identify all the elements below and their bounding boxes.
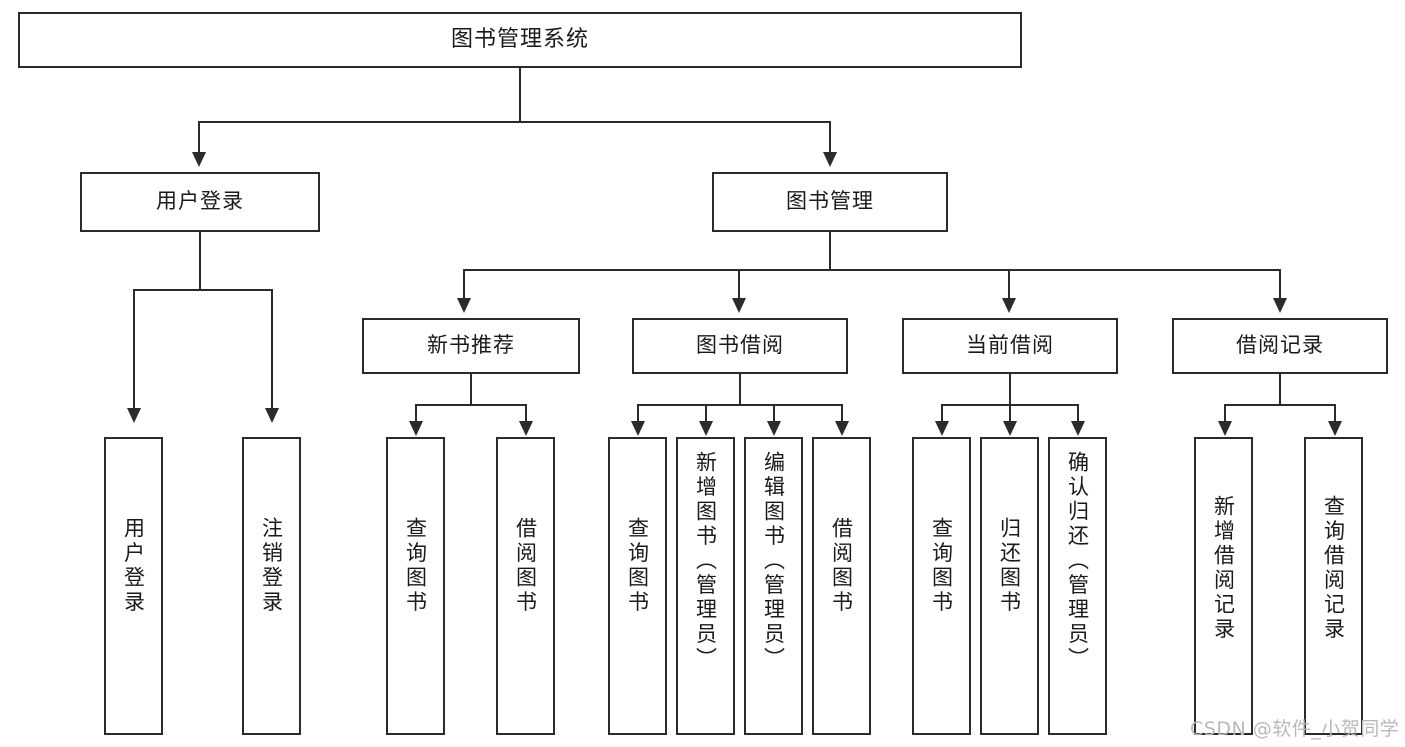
node-label: 当前借阅 [966,333,1054,358]
arrowhead-to-leaf-query-record [1328,421,1342,436]
node-label: 用户登录 [156,189,244,214]
node-label: 查询图书 [929,517,954,615]
node-label: 图书借阅 [696,333,784,358]
node-label: 新书推荐 [427,333,515,358]
leaf-borrow-book-new[interactable]: 借阅图书 [496,437,555,735]
connector-level3-drop-3 [1008,269,1011,299]
connector-user-login-drop-1 [133,289,136,409]
connector-book-borrow-drop-3 [773,404,776,422]
node-label: 查询图书 [625,517,650,615]
node-new-book-recommend[interactable]: 新书推荐 [362,318,580,374]
node-label: 借阅图书 [829,517,854,615]
arrowhead-to-borrow-record [1273,298,1287,313]
connector-book-borrow-drop-2 [705,404,708,422]
connector-level3-bus [463,269,1281,272]
node-label: 用户登录 [121,517,146,615]
connector-borrow-record-drop-1 [1224,404,1227,422]
leaf-query-book-borrow[interactable]: 查询图书 [608,437,667,735]
node-label: 编辑图书（管理员） [761,451,786,672]
connector-root-drop-1 [198,121,201,153]
arrowhead-to-leaf-borrow-book-nb [519,421,533,436]
arrowhead-to-leaf-query-book-bb [631,421,645,436]
node-label: 新增图书（管理员） [693,451,718,672]
connector-current-borrow-drop-1 [941,404,944,422]
connector-user-login-bus [133,289,273,292]
node-label: 图书管理系统 [450,26,589,52]
arrowhead-to-leaf-confirm-return [1071,421,1085,436]
connector-level3-drop-2 [738,269,741,299]
arrowhead-to-leaf-borrow-book-bb [835,421,849,436]
connector-current-borrow-drop-3 [1077,404,1080,422]
node-book-borrow[interactable]: 图书借阅 [632,318,848,374]
connector-new-book-drop-1 [415,404,418,422]
connector-borrow-record-stem [1279,374,1282,406]
arrowhead-to-leaf-query-book-cb [935,421,949,436]
connector-level3-drop-1 [463,269,466,299]
arrowhead-to-leaf-add-record [1218,421,1232,436]
connector-book-borrow-drop-4 [841,404,844,422]
connector-user-login-stem [199,232,202,290]
node-label: 借阅图书 [513,517,538,615]
leaf-query-book-current[interactable]: 查询图书 [912,437,971,735]
node-label: 确认归还（管理员） [1065,451,1090,672]
node-borrow-record[interactable]: 借阅记录 [1172,318,1388,374]
leaf-query-borrow-record[interactable]: 查询借阅记录 [1304,437,1363,735]
arrowhead-to-book-borrow [732,298,746,313]
connector-book-borrow-drop-1 [637,404,640,422]
node-label: 借阅记录 [1236,333,1324,358]
leaf-edit-book-admin[interactable]: 编辑图书（管理员） [744,437,803,735]
connector-user-login-drop-2 [271,289,274,409]
node-label: 查询借阅记录 [1321,495,1346,642]
node-label: 注销登录 [259,517,284,615]
node-book-manage[interactable]: 图书管理 [712,172,948,232]
connector-new-book-stem [470,374,473,406]
leaf-user-login[interactable]: 用户登录 [104,437,163,735]
arrowhead-to-new-book [457,298,471,313]
arrowhead-to-leaf-user-login [127,408,141,423]
node-label: 图书管理 [786,189,874,214]
connector-book-borrow-stem [739,374,742,406]
leaf-add-book-admin[interactable]: 新增图书（管理员） [676,437,735,735]
leaf-logout[interactable]: 注销登录 [242,437,301,735]
connector-new-book-drop-2 [525,404,528,422]
leaf-return-book[interactable]: 归还图书 [980,437,1039,735]
connector-current-borrow-stem [1009,374,1012,406]
connector-level3-drop-4 [1279,269,1282,299]
connector-root-bus [198,121,831,124]
connector-root-stem [519,68,522,122]
connector-book-manage-stem [829,232,832,270]
arrowhead-to-user-login [192,152,206,167]
connector-new-book-bus [415,404,527,407]
watermark-text: CSDN @软件_小贺同学 [1190,718,1400,740]
connector-current-borrow-drop-2 [1009,404,1012,422]
leaf-query-book-new[interactable]: 查询图书 [386,437,445,735]
connector-book-borrow-bus [637,404,843,407]
arrowhead-to-leaf-edit-book [767,421,781,436]
connector-borrow-record-bus [1224,404,1336,407]
leaf-confirm-return-admin[interactable]: 确认归还（管理员） [1048,437,1107,735]
node-label: 归还图书 [997,517,1022,615]
arrowhead-to-leaf-logout [265,408,279,423]
connector-root-drop-2 [829,121,832,153]
node-label: 查询图书 [403,517,428,615]
arrowhead-to-leaf-query-book-nb [409,421,423,436]
leaf-borrow-book-borrow[interactable]: 借阅图书 [812,437,871,735]
connector-borrow-record-drop-2 [1334,404,1337,422]
node-label: 新增借阅记录 [1211,495,1236,642]
node-user-login[interactable]: 用户登录 [80,172,320,232]
node-current-borrow[interactable]: 当前借阅 [902,318,1118,374]
arrowhead-to-book-manage [823,152,837,167]
arrowhead-to-leaf-return-book [1003,421,1017,436]
node-root-system[interactable]: 图书管理系统 [18,12,1022,68]
arrowhead-to-leaf-add-book [699,421,713,436]
leaf-add-borrow-record[interactable]: 新增借阅记录 [1194,437,1253,735]
arrowhead-to-current-borrow [1002,298,1016,313]
